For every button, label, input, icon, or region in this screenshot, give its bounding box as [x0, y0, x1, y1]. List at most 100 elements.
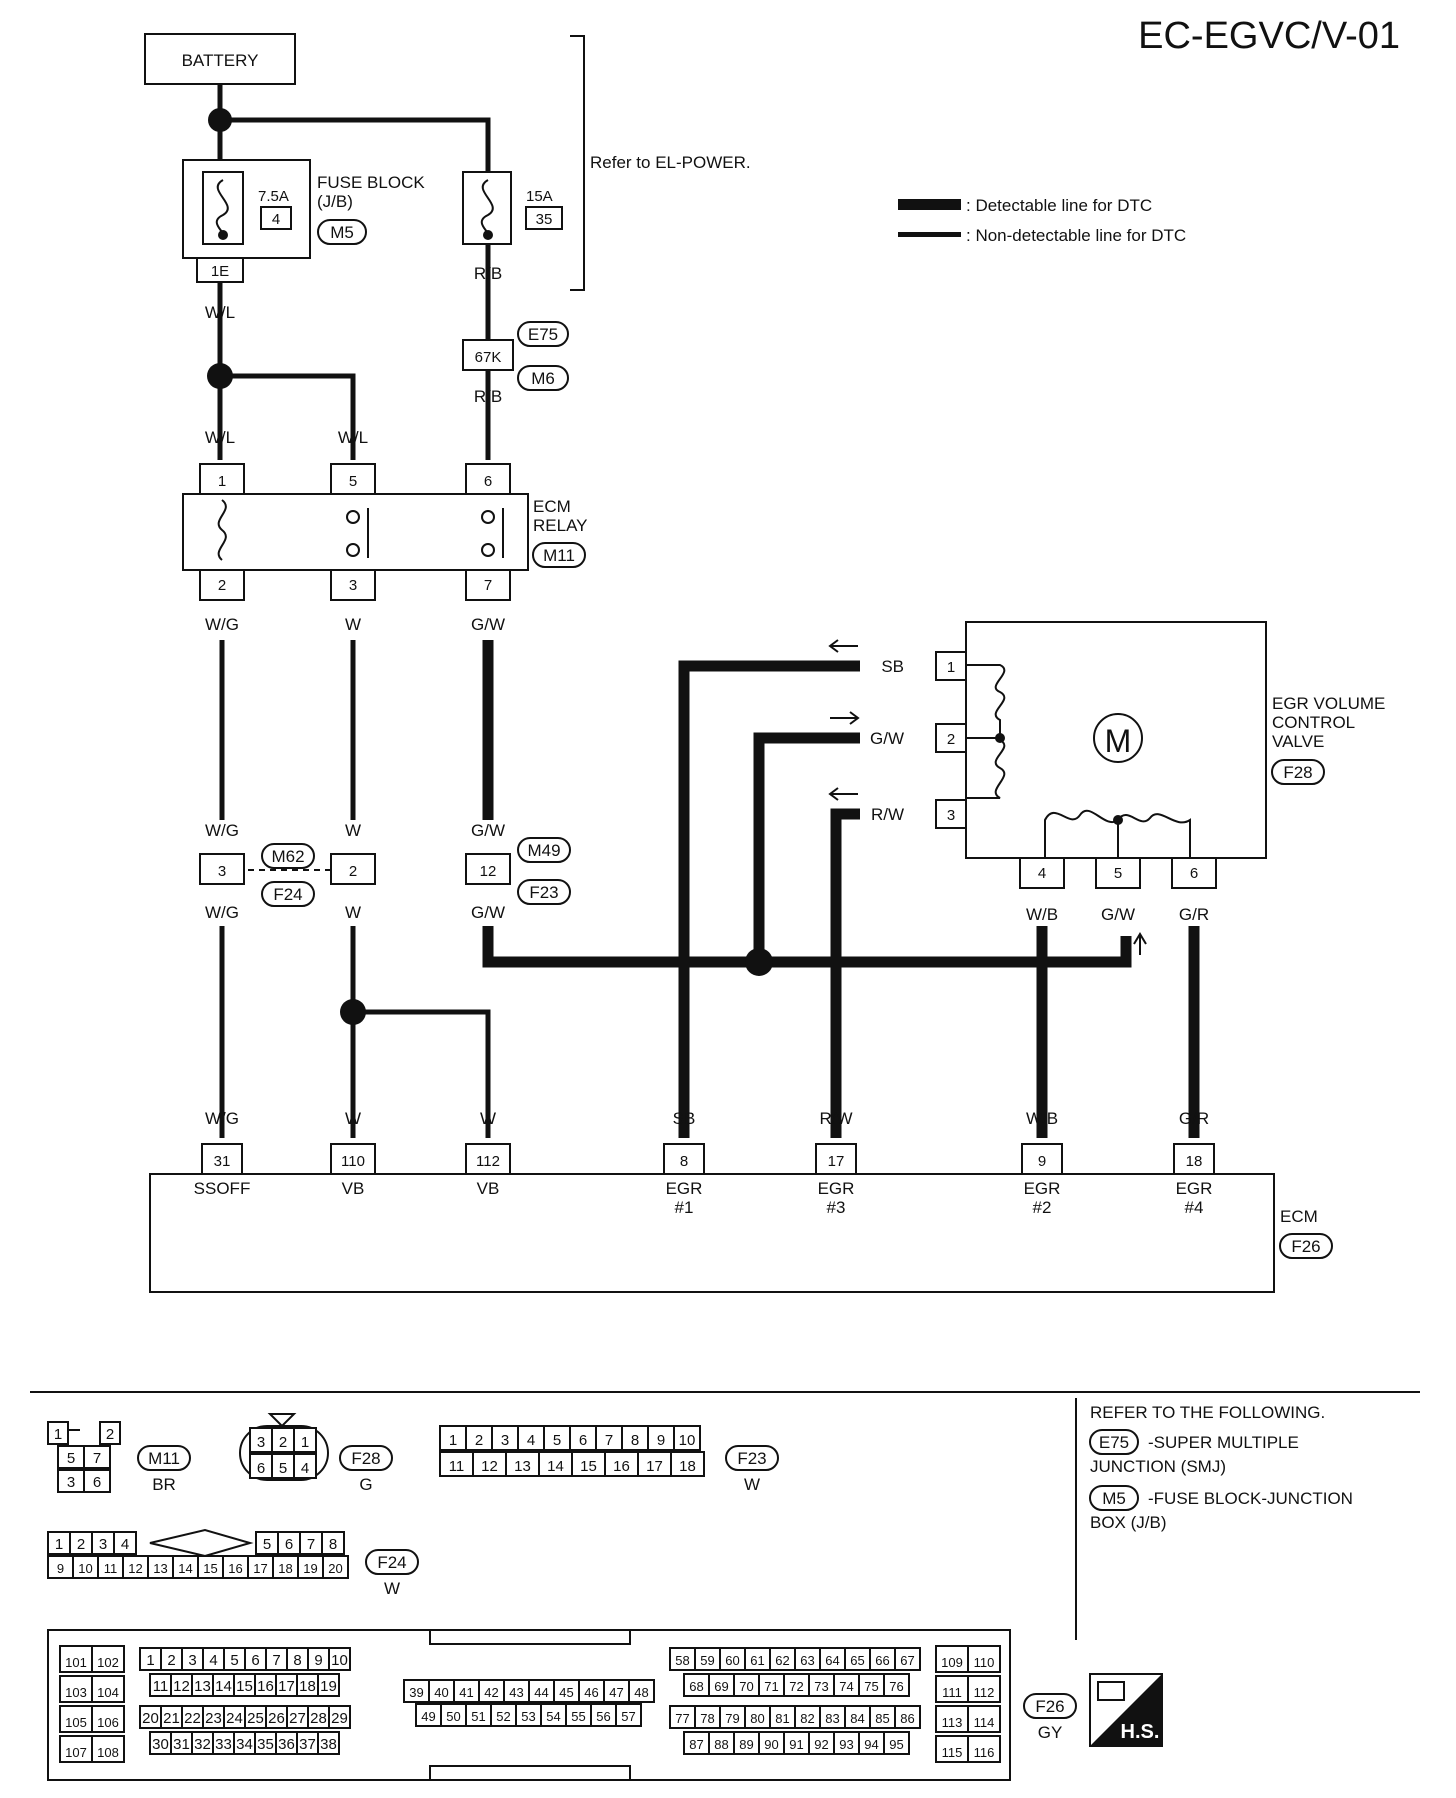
connector-m62-badge — [261, 843, 315, 869]
f26c1-pin-48: 48 — [634, 1685, 648, 1700]
f26d2-cell-76 — [883, 1673, 910, 1697]
connector-m62: M62 — [271, 847, 304, 866]
f26d3-pin-79: 79 — [725, 1711, 739, 1726]
connector-m6: M6 — [531, 369, 555, 388]
f24a-pin-3: 3 — [99, 1536, 107, 1553]
f26-id-badge — [1023, 1693, 1077, 1719]
f24c-pin-9: 9 — [57, 1561, 64, 1576]
f26b4-pin-38: 38 — [320, 1736, 337, 1753]
relay-coil — [217, 499, 227, 561]
hs-badge-label: H.S. — [1121, 1721, 1160, 1743]
relay-pin-2-box — [199, 569, 245, 601]
f26d4-pin-89: 89 — [739, 1737, 753, 1752]
f26d1-pin-66: 66 — [875, 1653, 889, 1668]
m11d-cell-6 — [83, 1469, 111, 1493]
wire-color-wg-2: W/G — [205, 821, 239, 840]
f26a3-pin-108: 108 — [97, 1745, 119, 1760]
egr-label-2: CONTROL — [1272, 713, 1355, 732]
f26d4-pin-94: 94 — [864, 1737, 878, 1752]
ecm-pin-17: 17 — [828, 1153, 845, 1170]
wire-color-w-3: W — [345, 903, 361, 922]
wire-color-gw-3: G/W — [471, 903, 505, 922]
f26c2-pin-51: 51 — [471, 1709, 485, 1724]
f26b4-pin-33: 33 — [215, 1736, 232, 1753]
m11d-pin-3: 3 — [67, 1474, 75, 1491]
f23b-pin-12: 12 — [481, 1458, 498, 1475]
f26b1-pin-4: 4 — [209, 1652, 217, 1669]
wire-color-rb-2: R/B — [474, 387, 502, 406]
refer-e75-desc2: JUNCTION (SMJ) — [1090, 1457, 1226, 1476]
f26d3-pin-80: 80 — [750, 1711, 764, 1726]
legend-detectable: : Detectable line for DTC — [966, 196, 1152, 215]
f26c2-cell-57 — [615, 1703, 642, 1727]
wire-color-gr-2: G/R — [1179, 1109, 1209, 1128]
f28b-pin-6: 6 — [257, 1460, 265, 1477]
legend-nondetectable-swatch — [898, 232, 961, 237]
egr-pin-5-box — [1095, 857, 1141, 889]
fuse2-no-box — [525, 206, 563, 230]
wire-color-sb-1: SB — [881, 657, 904, 676]
ecm-relay-box — [182, 493, 529, 571]
sb-wire — [678, 660, 860, 1138]
f26d4-pin-92: 92 — [814, 1737, 828, 1752]
egr-coil-left — [966, 664, 1006, 799]
connector-f24-badge — [261, 881, 315, 907]
fuse-7-5a-terminal — [218, 230, 228, 240]
f23a-cell-5 — [543, 1425, 571, 1451]
egr-pin-6: 6 — [1190, 865, 1198, 882]
f26e0-pin-110: 110 — [974, 1655, 995, 1670]
f24c-pin-18: 18 — [278, 1561, 292, 1576]
wire-color-wg-1: W/G — [205, 615, 239, 634]
battery-feed-wire — [217, 84, 491, 172]
f26c1-pin-45: 45 — [559, 1685, 573, 1700]
f26b4-pin-30: 30 — [152, 1736, 169, 1753]
wire-color-w-4: W — [345, 1109, 361, 1128]
relay-pin-1: 1 — [218, 473, 226, 490]
wire-color-gw-5: G/W — [1101, 905, 1135, 924]
f26b4-pin-36: 36 — [278, 1736, 295, 1753]
f24c-pin-20: 20 — [328, 1561, 342, 1576]
relay-pin-5: 5 — [349, 473, 357, 490]
m11b-cell-2 — [99, 1421, 121, 1445]
f26b3-pin-28: 28 — [310, 1710, 327, 1727]
f23b-pin-18: 18 — [679, 1458, 696, 1475]
wire-color-w-1: W — [345, 615, 361, 634]
f26b3-cell-29 — [328, 1705, 351, 1729]
relay-contact-1a — [346, 510, 360, 524]
f28-color: G — [359, 1475, 372, 1494]
hs-connector-icon — [1097, 1681, 1125, 1701]
f26d2-pin-74: 74 — [839, 1679, 853, 1694]
f24b-cell-8 — [321, 1531, 345, 1555]
ecm-pin-name-18: EGR — [1176, 1179, 1213, 1198]
relay-pin-5-box — [330, 463, 376, 495]
ecm-pin-17-box — [815, 1143, 857, 1175]
relay-pin-6-box — [465, 463, 511, 495]
f26c1-pin-42: 42 — [484, 1685, 498, 1700]
f26d3-cell-86 — [894, 1705, 921, 1729]
f26b3-pin-25: 25 — [247, 1710, 264, 1727]
wire-color-wl-1: W/L — [205, 303, 235, 322]
f26d1-pin-64: 64 — [825, 1653, 839, 1668]
ecm-label: ECM — [1280, 1207, 1318, 1226]
f26b4-cell-38 — [317, 1731, 340, 1755]
m11c-pin-7: 7 — [93, 1450, 101, 1467]
connector-f28-badge — [1271, 759, 1325, 785]
mid-pin-12: 12 — [480, 863, 497, 880]
relay-pin-3-box — [330, 569, 376, 601]
f26d2-pin-69: 69 — [714, 1679, 728, 1694]
f26c2-pin-54: 54 — [546, 1709, 560, 1724]
f28a-pin-1: 1 — [301, 1434, 309, 1451]
relay-pin-6: 6 — [484, 473, 492, 490]
f24b-pin-6: 6 — [285, 1536, 293, 1553]
refer-e75-desc1: -SUPER MULTIPLE — [1148, 1433, 1299, 1452]
f24c-pin-12: 12 — [128, 1561, 142, 1576]
f26d3-pin-78: 78 — [700, 1711, 714, 1726]
refer-m5-desc1: -FUSE BLOCK-JUNCTION — [1148, 1489, 1353, 1508]
egr-pin-3-box — [935, 799, 967, 829]
f26b3-pin-20: 20 — [142, 1710, 159, 1727]
f23a-pin-5: 5 — [553, 1432, 561, 1449]
relay-pin-7-box — [465, 569, 511, 601]
f26b1-pin-8: 8 — [293, 1652, 301, 1669]
f23b-cell-11 — [439, 1451, 474, 1477]
ecm-pin-31-box — [201, 1143, 243, 1175]
